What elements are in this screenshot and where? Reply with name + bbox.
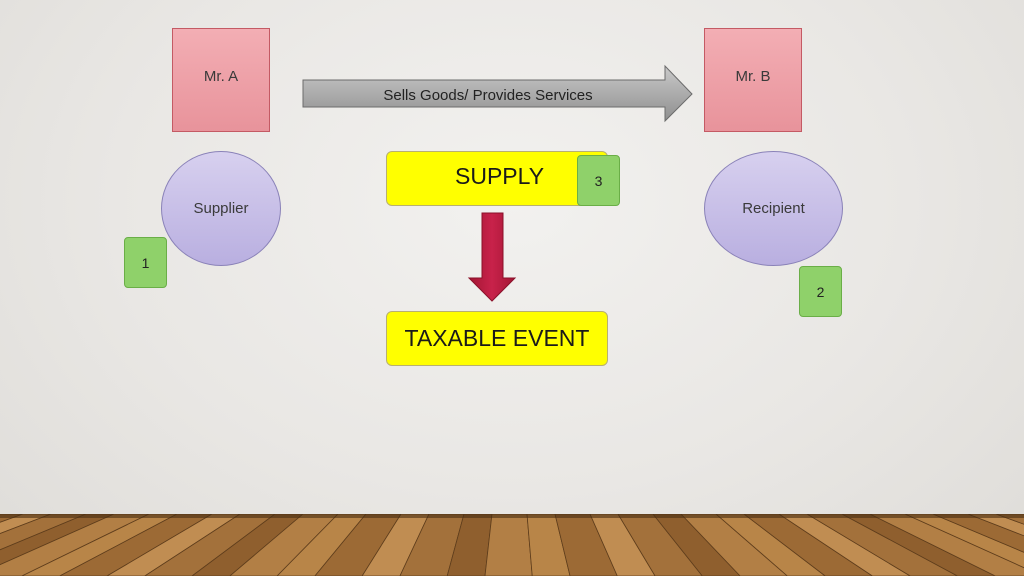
supplier-circle: Supplier <box>161 151 281 266</box>
recipient-circle: Recipient <box>704 151 843 266</box>
party-a-box: Mr. A <box>172 28 270 132</box>
wood-floor <box>0 514 1024 576</box>
supplier-label: Supplier <box>193 200 249 217</box>
recipient-label: Recipient <box>742 200 805 217</box>
supply-label: SUPPLY <box>455 163 545 189</box>
transaction-label: Sells Goods/ Provides Services <box>383 86 593 104</box>
badge-supplier-number: 1 <box>141 254 150 271</box>
badge-supply: 3 <box>577 155 620 206</box>
badge-supplier: 1 <box>124 237 167 288</box>
party-b-name: Mr. B <box>735 67 771 85</box>
taxable-event-label: TAXABLE EVENT <box>404 325 590 351</box>
badge-recipient: 2 <box>799 266 842 317</box>
party-b-box: Mr. B <box>704 28 802 132</box>
party-a-name: Mr. A <box>203 67 239 85</box>
taxable-event-box: TAXABLE EVENT <box>386 311 608 366</box>
badge-recipient-number: 2 <box>816 283 825 300</box>
badge-supply-number: 3 <box>594 172 603 189</box>
supply-box: SUPPLY <box>386 151 608 206</box>
